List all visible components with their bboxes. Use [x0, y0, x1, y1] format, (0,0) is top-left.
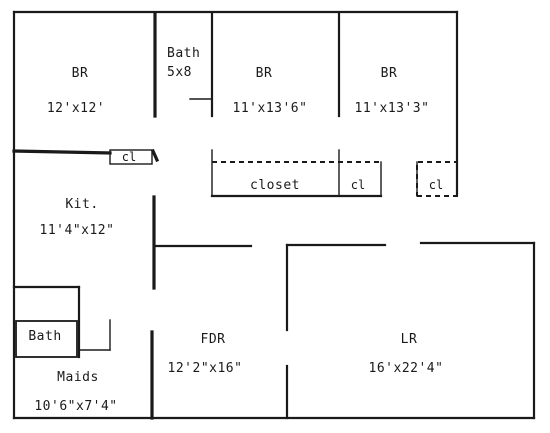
closet3-label: cl [429, 178, 443, 192]
br2-size: 11'x13'6" [233, 101, 308, 116]
br3-name: BR [381, 66, 398, 81]
br1-name: BR [72, 66, 89, 81]
br1-size: 12'x12' [47, 101, 105, 116]
bath2-name: Bath [28, 329, 61, 344]
maids-name: Maids [57, 370, 99, 385]
fdr-name: FDR [201, 332, 226, 347]
wall-br1-kitchen [12, 149, 112, 155]
kitchen-name: Kit. [65, 197, 98, 212]
bath1-size: 5x8 [167, 65, 192, 80]
br2-name: BR [256, 66, 273, 81]
wall-kitchen-door-stub [150, 148, 160, 163]
closet-kitchen-box [109, 149, 153, 165]
lr-name: LR [401, 332, 418, 347]
walls [12, 10, 536, 420]
br3-size: 11'x13'3" [355, 101, 430, 116]
closet-kitchen-label: cl [122, 150, 136, 164]
closet2-label: cl [351, 178, 365, 192]
lr-size: 16'x22'4" [369, 361, 444, 376]
kitchen-size: 11'4"x12" [40, 223, 115, 238]
closet-label: closet [250, 178, 300, 193]
fdr-size: 12'2"x16" [168, 361, 243, 376]
maids-size: 10'6"x7'4" [34, 399, 117, 414]
bath2-box [15, 320, 78, 358]
bath1-name: Bath [167, 46, 200, 61]
